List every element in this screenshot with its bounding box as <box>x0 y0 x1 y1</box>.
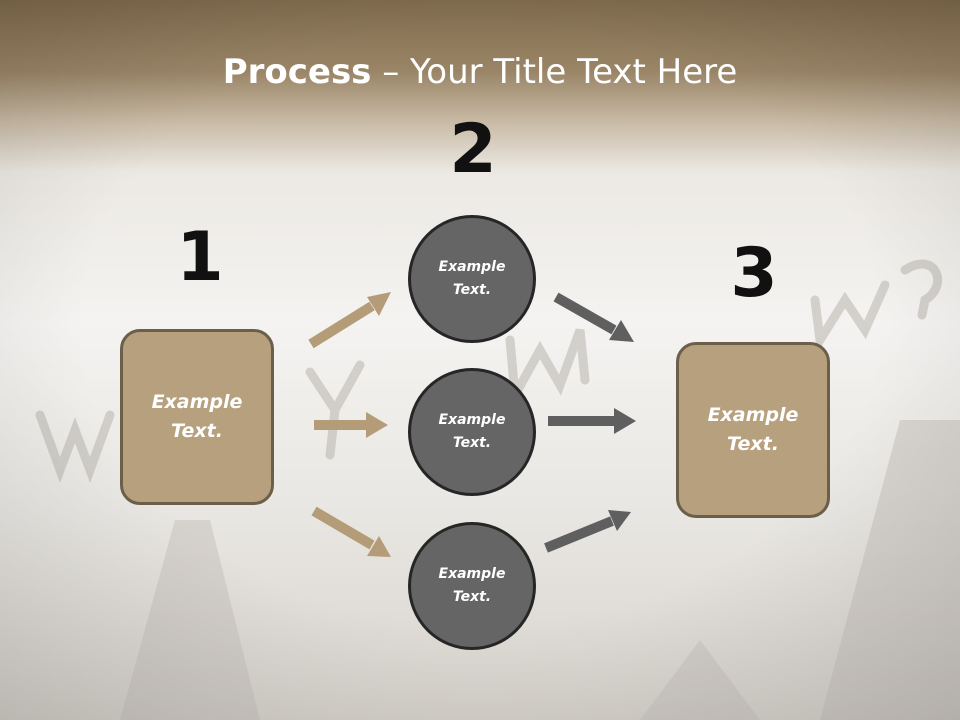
circle-top: Example Text. <box>408 215 536 343</box>
step-1-label: Example Text. <box>151 391 243 442</box>
circle-bottom-label: Example Text. <box>438 566 506 605</box>
step-number-1: 1 <box>176 218 224 297</box>
step-number-2: 2 <box>449 110 497 189</box>
slide-title: Process – Your Title Text Here <box>0 52 960 92</box>
arrow-1-to-top <box>308 292 391 349</box>
step-3-label: Example Text. <box>707 404 799 455</box>
title-rest: – Your Title Text Here <box>371 52 738 92</box>
step-1-box: Example Text. <box>120 329 274 505</box>
circle-top-label: Example Text. <box>438 259 506 298</box>
step-3-box: Example Text. <box>676 342 830 518</box>
arrow-top-to-3 <box>553 292 634 342</box>
circle-middle: Example Text. <box>408 368 536 496</box>
step-number-3: 3 <box>730 234 778 313</box>
arrow-bottom-to-3 <box>544 510 631 553</box>
arrow-1-to-middle <box>314 412 388 438</box>
title-bold: Process <box>222 52 372 92</box>
arrow-middle-to-3 <box>548 408 636 434</box>
circle-bottom: Example Text. <box>408 522 536 650</box>
circle-middle-label: Example Text. <box>438 412 506 451</box>
arrow-1-to-bottom <box>311 506 391 557</box>
